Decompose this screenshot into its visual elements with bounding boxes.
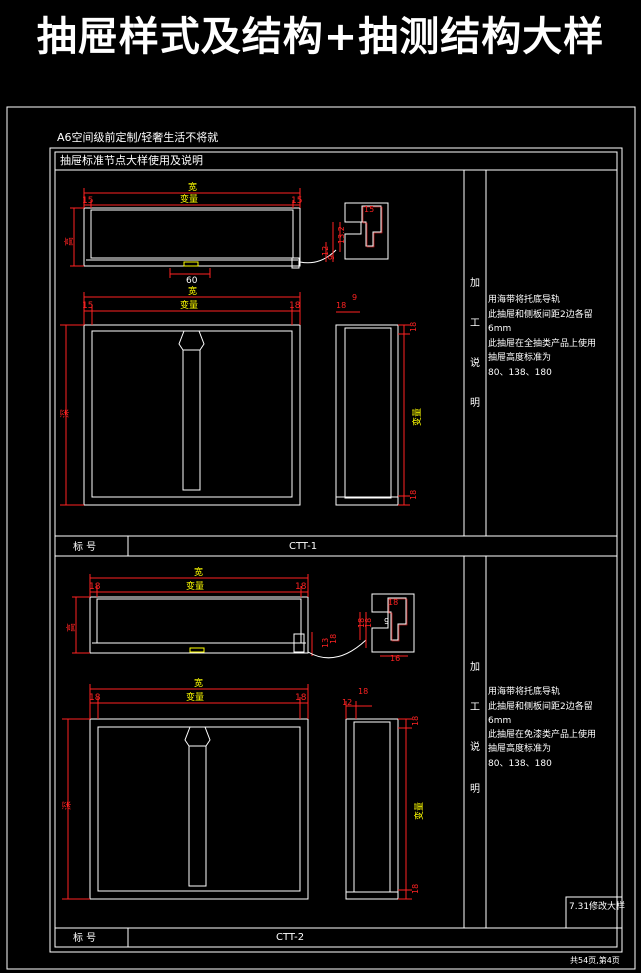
revision-box (565, 896, 623, 929)
detail-view (307, 593, 415, 659)
dim-width-label: 宽 (188, 285, 197, 297)
dim-value: 9 (384, 617, 389, 626)
detail-view (299, 202, 389, 264)
note-line: 此抽屉在免漆类产品上使用 (488, 728, 596, 740)
front-view (83, 207, 301, 269)
dim-value: 18 (89, 693, 101, 703)
dim-var-label: 变量 (411, 408, 423, 426)
dim-value: 18 (409, 490, 418, 500)
dim-group-detail (359, 612, 408, 657)
dim-value: 60 (186, 276, 198, 286)
dim-var-label: 变量 (180, 193, 198, 205)
dim-group-front (72, 574, 313, 656)
side-label-char: 工 (470, 702, 480, 713)
dim-group-detail (325, 222, 341, 262)
side-view (345, 718, 399, 900)
note-line: 用海带将托底导轨 (488, 293, 560, 305)
note-line: 用海带将托底导轨 (488, 685, 560, 697)
dim-value: 12 (321, 246, 330, 256)
plan-view (83, 324, 301, 506)
dim-value: 18 (409, 322, 418, 332)
dim-group-plan (60, 292, 301, 506)
dim-width-label: 宽 (194, 566, 203, 578)
code-value: CTT-2 (276, 932, 304, 943)
dim-depth-label: 深 (62, 801, 73, 810)
note-line: 此抽屉在全抽类产品上使用 (488, 337, 596, 349)
dim-value: 9 (327, 255, 336, 260)
section-ctt-2: 标 号 CTT-2 加 工 说 明 用海带将托底导轨 此抽屉和侧板间距2边各留 … (55, 556, 617, 947)
note-line: 此抽屉和侧板间距2边各留 (488, 308, 593, 320)
dim-height-label: 高 (63, 237, 75, 246)
note-line: 抽屉高度标准为 (488, 351, 551, 363)
dim-group-front (70, 188, 301, 278)
note-line: 6mm (488, 324, 511, 334)
dim-depth-label: 深 (60, 409, 71, 418)
front-view (89, 596, 309, 654)
dim-value: 18 (295, 693, 307, 703)
dim-value: 18 (357, 618, 366, 628)
dim-value: 18 (89, 582, 101, 592)
dim-value: 12 (342, 698, 352, 707)
dim-var-label: 变量 (186, 580, 204, 592)
note-line: 抽屉高度标准为 (488, 742, 551, 754)
dim-group-side (336, 311, 410, 506)
side-label-char: 明 (470, 783, 480, 795)
header-note: A6空间级前定制/轻奢生活不将就 (57, 130, 218, 144)
table-frame (49, 147, 623, 953)
side-label-char: 说 (470, 740, 480, 753)
side-label-char: 工 (470, 318, 480, 329)
page-info: 共54页,第4页 (570, 955, 620, 965)
dim-value: 18 (295, 582, 307, 592)
dim-value: 18 (411, 884, 420, 894)
dim-value: 15 (82, 196, 93, 206)
dim-group-plan (62, 684, 309, 900)
dim-value: 18 (364, 618, 373, 628)
dim-width-label: 宽 (194, 677, 203, 689)
code-value: CTT-1 (289, 541, 317, 552)
dim-var-label: 变量 (180, 299, 198, 311)
revision-note: 7.31修改大样 (569, 900, 625, 912)
side-label-char: 明 (470, 397, 480, 409)
dim-var-label: 变量 (186, 691, 204, 703)
note-line: 80、138、180 (488, 368, 552, 378)
side-label-char: 加 (470, 277, 480, 289)
plan-view (89, 718, 309, 900)
side-label-char: 说 (470, 356, 480, 369)
dim-value: 13.2 (337, 226, 346, 244)
dim-var-label: 变量 (413, 802, 425, 820)
dim-value: 18 (358, 687, 368, 696)
dim-value: 18 (336, 301, 346, 310)
note-line: 此抽屉和侧板间距2边各留 (488, 700, 593, 712)
dim-value: 15 (364, 205, 374, 214)
code-label: 标 号 (73, 932, 96, 944)
dim-value: 18 (329, 634, 338, 644)
note-line: 6mm (488, 716, 511, 726)
dim-value: 18 (388, 598, 398, 607)
dim-width-label: 宽 (188, 181, 197, 193)
dim-value: 18 (411, 716, 420, 726)
side-label-char: 加 (470, 661, 480, 673)
dim-value: 9 (352, 293, 357, 302)
code-label: 标 号 (73, 541, 96, 553)
dim-value: 15 (291, 196, 302, 206)
dim-group-side (345, 701, 412, 900)
note-line: 80、138、180 (488, 759, 552, 769)
outer-frame (6, 106, 636, 970)
page-title: 抽屉样式及结构+抽测结构大样 (36, 14, 605, 60)
dim-height-label: 高 (65, 623, 77, 632)
section-ctt-1: 标 号 CTT-1 加 工 说 明 用海带将托底导轨 此抽屉和侧板间距2边各留 … (55, 170, 617, 557)
dim-value: 18 (289, 301, 301, 311)
side-view (335, 324, 399, 506)
dim-value: 13 (321, 638, 330, 648)
table-heading: 抽屉标准节点大样使用及说明 (60, 153, 203, 167)
dim-value: 15 (82, 301, 93, 311)
dim-value: 16 (390, 654, 400, 663)
